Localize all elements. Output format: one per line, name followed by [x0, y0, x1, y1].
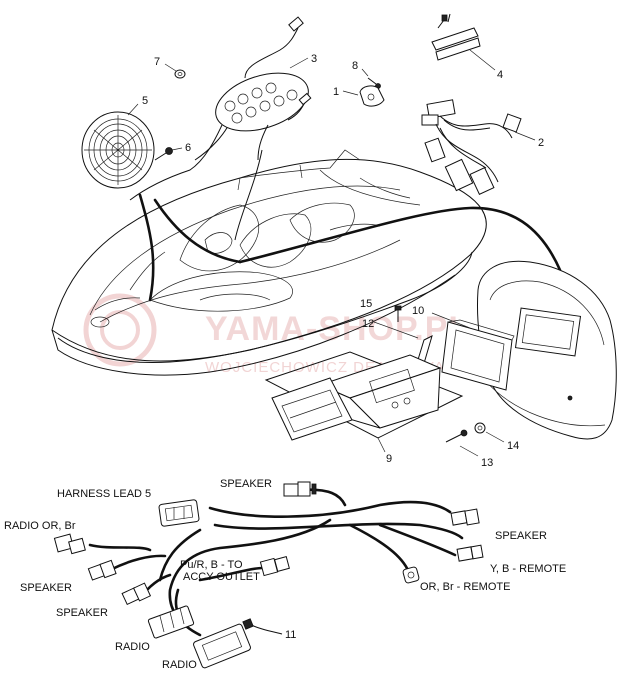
radio-unit-9 — [264, 351, 464, 453]
clip-1 — [342, 85, 385, 107]
connector-radio-or-br — [53, 533, 86, 555]
connector-radio-2 — [193, 618, 254, 669]
callout-1: 1 — [333, 86, 339, 98]
label-speaker-right: SPEAKER — [495, 530, 547, 542]
callout-11: 11 — [285, 629, 296, 641]
label-accy-line1: Pu/R, B - TO — [180, 559, 243, 571]
label-speaker-lower: SPEAKER — [56, 607, 108, 619]
label-harness-lead: HARNESS LEAD 5 — [57, 488, 151, 500]
callout-10: 10 — [412, 305, 424, 317]
main-wire-right — [238, 206, 562, 272]
radio-mount-panel — [477, 260, 617, 440]
screw-13 — [445, 429, 479, 457]
connector-radio-1 — [147, 605, 195, 639]
label-radio-1: RADIO — [115, 641, 150, 653]
label-radio-or-br: RADIO OR, Br — [4, 520, 76, 532]
connector-accy-outlet — [259, 556, 290, 577]
connector-speaker-left — [87, 559, 117, 581]
grommet-7 — [164, 63, 186, 79]
wire-harness-2 — [421, 99, 536, 196]
screw-6 — [154, 147, 183, 161]
connector-speaker-lower — [121, 582, 152, 606]
label-yb-remote: Y, B - REMOTE — [490, 563, 566, 575]
label-speaker-left: SPEAKER — [20, 582, 72, 594]
connector-orbr-remote — [402, 566, 420, 584]
connector-yb-remote — [456, 544, 484, 562]
connector-harness-lead-5 — [158, 499, 200, 527]
callout-8: 8 — [352, 60, 358, 72]
callout-13: 13 — [481, 457, 493, 469]
bezel-frame-10 — [431, 312, 515, 391]
screw-15 — [394, 305, 402, 322]
speaker-wire-left — [138, 193, 155, 302]
boat-hull — [51, 149, 487, 376]
speaker-wire-center — [153, 198, 242, 264]
label-speaker-top: SPEAKER — [220, 478, 272, 490]
callout-12: 12 — [362, 318, 374, 330]
callout-2: 2 — [538, 137, 544, 149]
callout-6: 6 — [185, 142, 191, 154]
connector-speaker-right — [450, 508, 480, 526]
callout-4: 4 — [497, 69, 503, 81]
callout-9: 9 — [386, 453, 392, 465]
watermark-logo-icon — [83, 293, 157, 367]
speaker-grille — [81, 111, 155, 189]
callout-7: 7 — [154, 56, 160, 68]
callout-3: 3 — [311, 53, 317, 65]
label-orbr-remote: OR, Br - REMOTE — [420, 581, 510, 593]
nut-14 — [474, 422, 505, 443]
label-accy-line2: ACCY OUTLET — [183, 571, 260, 583]
connector-speaker-top — [283, 481, 317, 497]
callout-15: 15 — [360, 298, 372, 310]
label-radio-2: RADIO — [162, 659, 197, 671]
callout-14: 14 — [507, 440, 519, 452]
remote-keypad — [215, 16, 312, 161]
bracket-4 — [431, 13, 496, 71]
callout-5: 5 — [142, 95, 148, 107]
